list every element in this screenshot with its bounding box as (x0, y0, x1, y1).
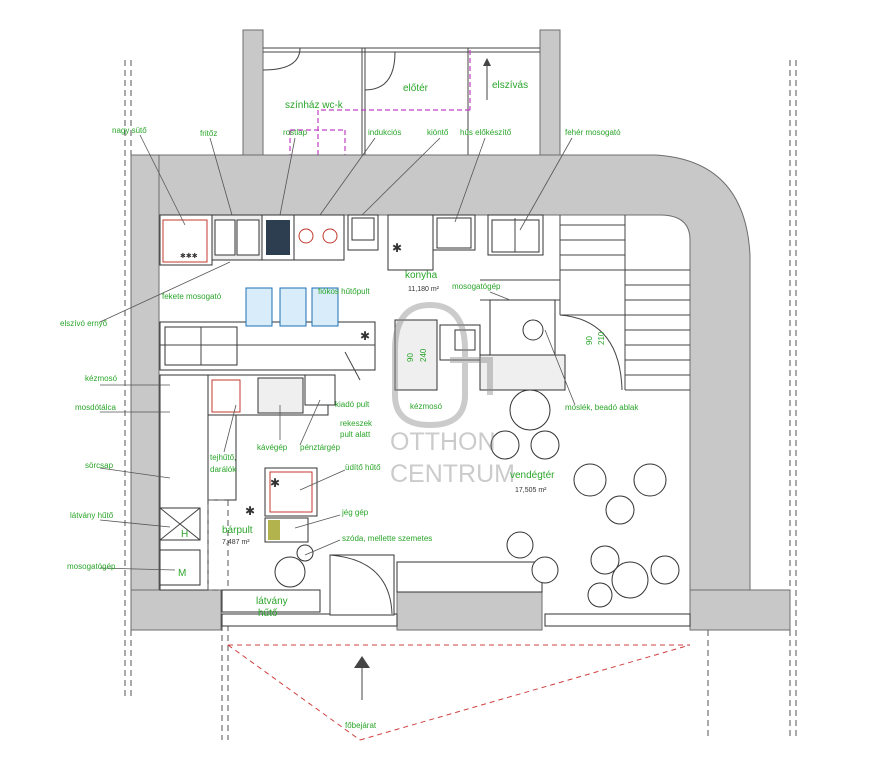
label-kiado-pult: kiadó pult (335, 400, 370, 409)
label-daralok: darálók (210, 465, 237, 474)
bar-area: ✱ ✱ (159, 374, 336, 613)
label-door-240: 240 (419, 348, 428, 362)
label-kezmoso-left: kézmosó (85, 374, 118, 383)
entrance (227, 554, 691, 741)
label-kezmoso-mid: kézmosó (410, 402, 443, 411)
label-fiokos-hutopult: fiókos hűtőpult (318, 287, 370, 296)
label-barpult: bárpult (222, 525, 253, 536)
label-sorcsap: sörcsap (85, 461, 114, 470)
label-door-210: 210 (597, 331, 606, 345)
label-huto: hűtő (258, 608, 278, 619)
label-jeg-gep: jég gép (341, 508, 369, 517)
label-kionto: kiöntő (427, 128, 449, 137)
leader-lines (99, 134, 576, 571)
label-rostlap: rostlap (283, 128, 308, 137)
svg-text:✱✱✱: ✱✱✱ (180, 252, 198, 260)
svg-text:✱: ✱ (360, 329, 370, 343)
label-mosdotalca: mosdótálca (75, 403, 116, 412)
partition (394, 299, 625, 391)
label-feher-mosogato: fehér mosogató (565, 128, 621, 137)
label-penztargep: pénztárgép (300, 443, 341, 452)
label-hus-elokeszito: hús előkészítő (460, 128, 512, 137)
svg-text:✱: ✱ (270, 476, 280, 490)
label-tejhuto: tejhűtő, (210, 453, 236, 462)
upper-rooms (242, 29, 561, 156)
label-vendegter-area: 17,505 m² (515, 487, 547, 494)
label-szoda: szóda, mellette szemetes (342, 534, 432, 543)
svg-text:✱: ✱ (245, 504, 255, 518)
label-vendegter: vendégtér (510, 470, 555, 481)
label-szinhaz-wc: színház wc-k (285, 100, 344, 111)
label-barpult-area: 7,487 m² (222, 539, 250, 546)
watermark-line2: CENTRUM (390, 460, 515, 488)
label-square-m: M (178, 568, 186, 579)
watermark-line1: OTTHON (390, 428, 496, 456)
label-udito-huto: üdítő hűtő (345, 463, 381, 472)
label-konyha-area: 11,180 m² (408, 286, 440, 293)
label-door-90-a: 90 (406, 353, 415, 362)
label-fobejarat: főbejárat (345, 721, 377, 730)
label-latvany: látvány (256, 596, 288, 607)
label-fekete-mosogato: fekete mosogató (162, 292, 222, 301)
label-moslek: moslék, beadó ablak (565, 403, 639, 412)
label-konyha: konyha (405, 270, 438, 281)
label-square-h: H (181, 529, 188, 540)
label-elszivo-erny: elszívó ernyő (60, 319, 108, 328)
label-rekeszek: rekeszek (340, 419, 373, 428)
labels: nagy sütő fritőz rostlap indukciós kiönt… (60, 80, 639, 730)
label-fritoz: fritőz (200, 129, 217, 138)
label-kavegep: kávégép (257, 443, 288, 452)
dining-tables (490, 389, 680, 608)
label-pult-alatt: pult alatt (340, 430, 371, 439)
watermark: OTTHON CENTRUM (390, 301, 515, 488)
cooking-line: ✱✱✱ ✱ (159, 214, 544, 271)
prep-island: ✱ (159, 287, 376, 381)
label-mosogatogep-left: mosogatógép (67, 562, 116, 571)
label-eloter: előtér (403, 83, 429, 94)
label-door-90-b: 90 (585, 336, 594, 345)
label-nagy-suto: nagy sütő (112, 126, 147, 135)
svg-text:✱: ✱ (392, 241, 402, 255)
label-indukcios: indukciós (368, 128, 401, 137)
label-elszivas: elszívás (492, 80, 528, 91)
label-latvany-huto-left: látvány hűtő (70, 511, 114, 520)
label-mosogatogep-top: mosogatógép (452, 282, 501, 291)
main-walls (130, 154, 791, 631)
